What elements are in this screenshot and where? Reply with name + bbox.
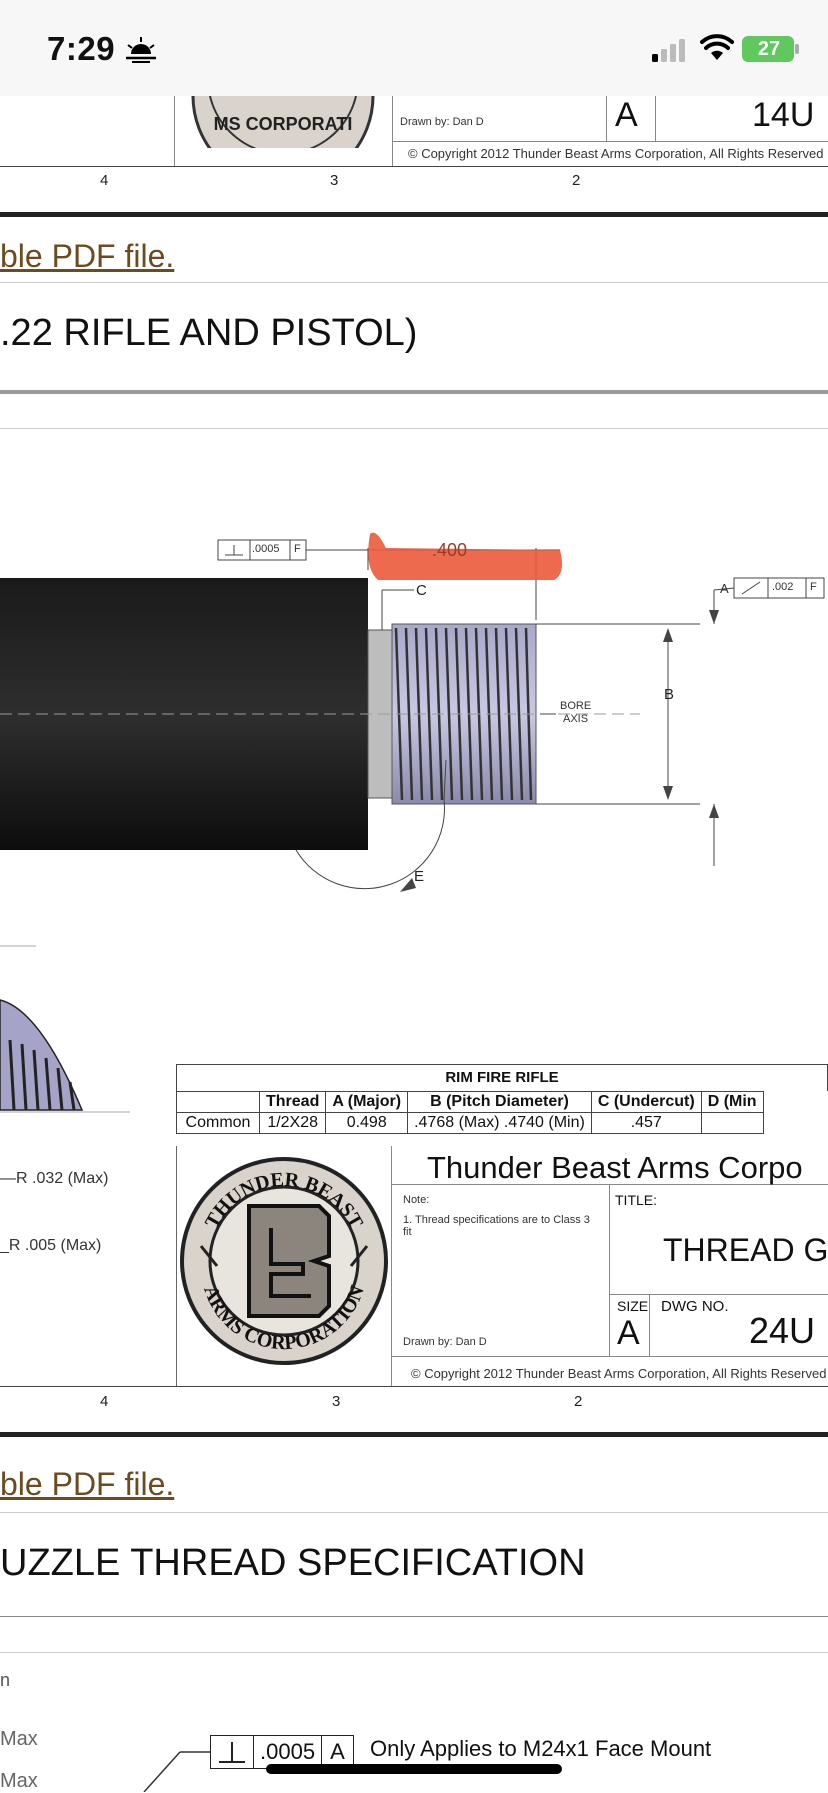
status-time: 7:29 (47, 30, 116, 67)
tolerance-value: .0005 (254, 1736, 323, 1768)
radius-min-note: _R .005 (Max) (0, 1237, 102, 1254)
spec-table: Thread A (Major) B (Pitch Diameter) C (U… (176, 1091, 764, 1134)
sheet-size: A (617, 1314, 640, 1352)
pdf-download-link[interactable]: ble PDF file. (0, 238, 175, 274)
datum-label: A (330, 1739, 345, 1764)
partial-text: n (0, 1670, 11, 1690)
bore-axis-label: AXIS (563, 713, 589, 725)
sheet-size: A (615, 96, 638, 134)
dwg-label: DWG NO. (661, 1298, 729, 1315)
label-c: C (416, 582, 427, 599)
logo-lettering: MS CORPORATI (214, 114, 353, 134)
size-label: SIZE (617, 1298, 649, 1314)
zone-label: 3 (332, 1393, 341, 1410)
zone-label: 4 (100, 172, 109, 189)
zone-label: 2 (574, 1393, 583, 1410)
barrel-thread-drawing (0, 532, 825, 1113)
label-a: A (720, 581, 729, 596)
note-text: 1. Thread specifications are to Class 3 … (403, 1214, 590, 1238)
company-logo: MS CORPORATI (191, 96, 375, 148)
runout-datum: F (810, 581, 817, 593)
sunset-icon (126, 37, 156, 63)
zone-label: 4 (100, 1393, 109, 1410)
table-title: RIM FIRE RIFLE (176, 1064, 828, 1091)
title-label: TITLE: (615, 1192, 658, 1208)
company-name: Thunder Beast Arms Corpo (427, 1150, 803, 1185)
flatness-datum: F (294, 543, 301, 555)
drawn-by: Drawn by: Dan D (403, 1336, 487, 1348)
max-label: Max (0, 1770, 38, 1792)
copyright: © Copyright 2012 Thunder Beast Arms Corp… (411, 1366, 827, 1381)
leader-line (143, 1751, 210, 1792)
zone-label: 2 (572, 172, 581, 189)
bore-axis-label: BORE (560, 700, 592, 712)
wifi-icon (700, 34, 734, 60)
length-dimension: .400 (432, 540, 468, 560)
table-header-row: Thread A (Major) B (Pitch Diameter) C (U… (176, 1091, 764, 1113)
title-value: THREAD G (663, 1232, 828, 1268)
runout-tolerance: .002 (772, 581, 794, 593)
battery-icon (742, 36, 799, 62)
label-e: E (414, 868, 425, 885)
section-heading: UZZLE THREAD SPECIFICATION (0, 1542, 586, 1584)
face-mount-note: Only Applies to M24x1 Face Mount (370, 1736, 712, 1761)
cellular-signal-icon (652, 39, 685, 62)
max-label: Max (0, 1728, 38, 1750)
drawn-by: Drawn by: Dan D (400, 116, 484, 128)
company-logo: THUNDER BEAST ARMS CORPORATION (180, 1157, 388, 1365)
copyright: © Copyright 2012 Thunder Beast Arms Corp… (408, 146, 824, 161)
dwg-number: 24U (749, 1310, 816, 1351)
pdf-download-link[interactable]: ble PDF file. (0, 1466, 175, 1502)
zone-label: 3 (330, 172, 339, 189)
dwg-number: 14U (752, 96, 815, 134)
section-heading: .22 RIFLE AND PISTOL) (0, 312, 418, 354)
highlight-marker (368, 532, 562, 580)
flatness-tolerance: .0005 (252, 543, 280, 555)
sheet1-title-block: MS CORPORATI Drawn by: Dan D A 14U © Cop… (0, 96, 828, 166)
sheet2-title-block: THUNDER BEAST ARMS CORPORATION Thunder B… (176, 1146, 828, 1386)
home-indicator[interactable] (266, 1764, 562, 1774)
note-label: Note: (403, 1194, 430, 1206)
table-row: Common 1/2X28 0.498 .4768 (Max) .4740 (M… (176, 1112, 764, 1134)
spec-table-block: RIM FIRE RIFLE Thread A (Major) B (Pitch… (176, 1064, 828, 1134)
radius-max-note: —R .032 (Max) (0, 1170, 109, 1187)
perpendicularity-icon (211, 1736, 254, 1768)
battery-level: 27 (757, 38, 781, 60)
label-b: B (664, 686, 675, 703)
